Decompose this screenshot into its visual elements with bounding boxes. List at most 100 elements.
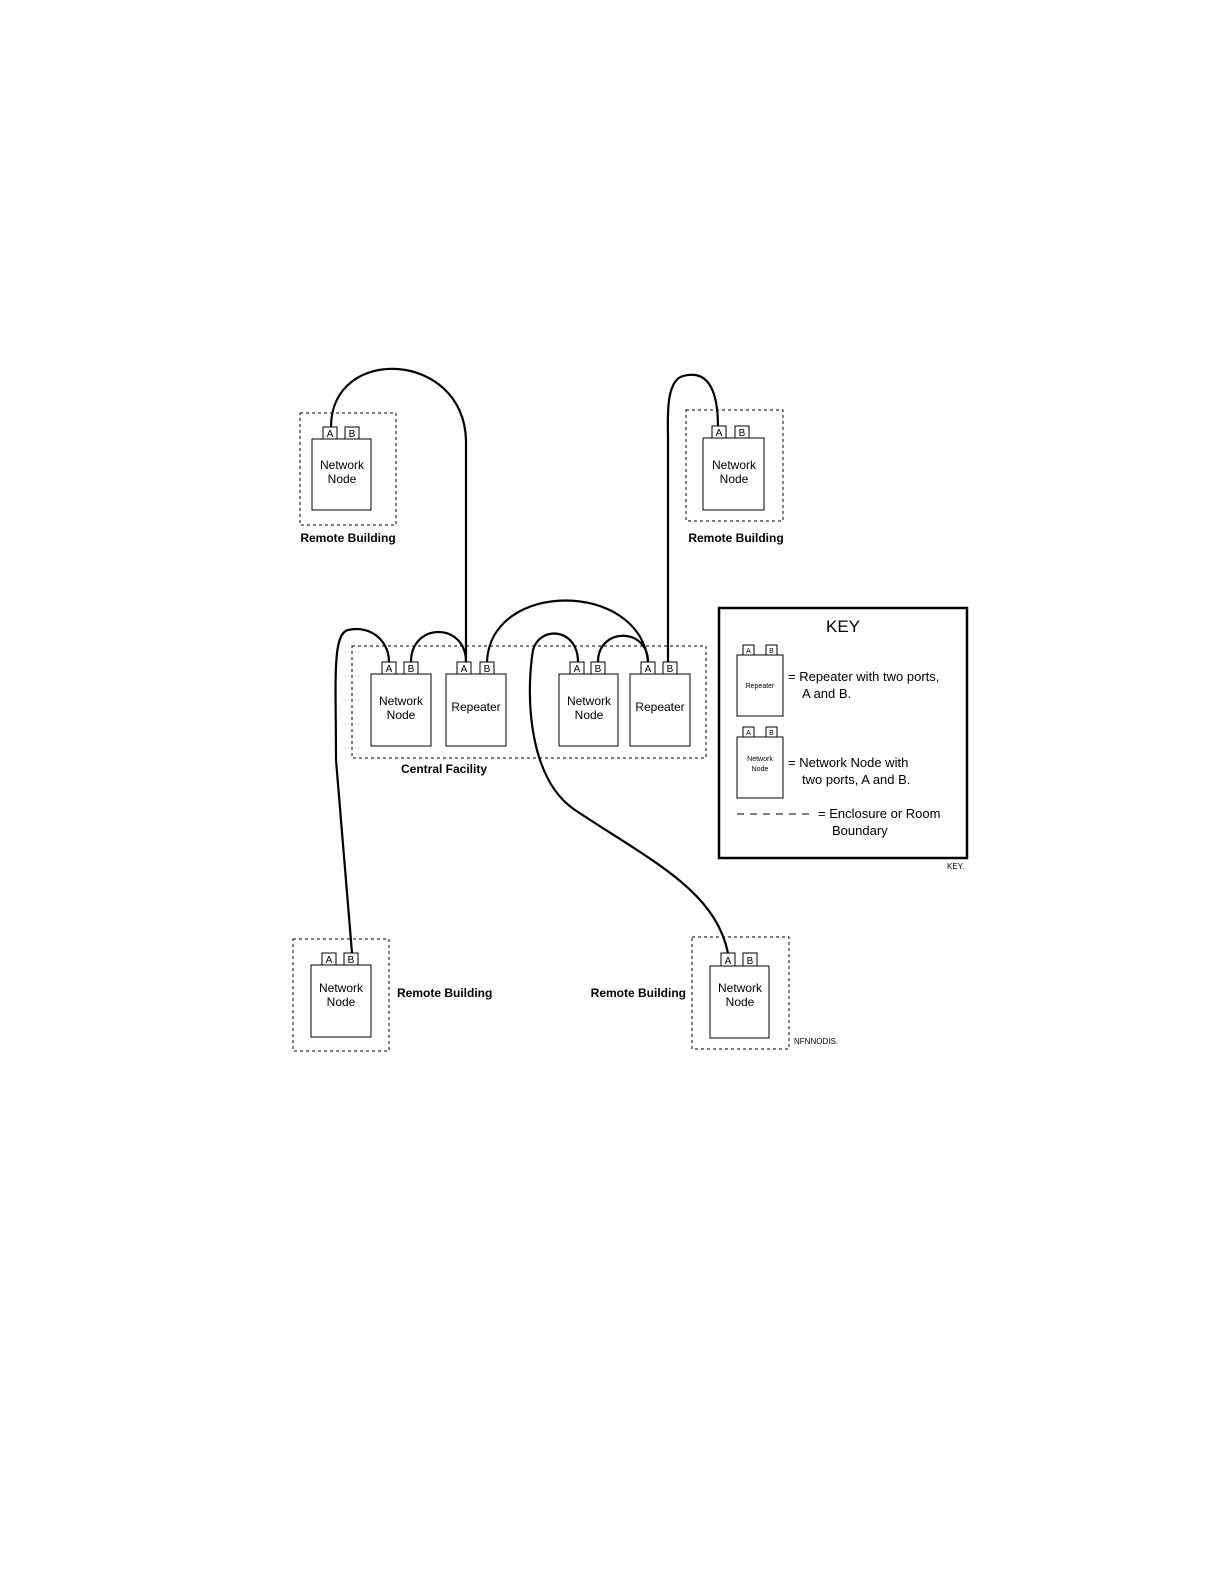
port-a [640, 661, 656, 675]
cable-rb3-to-cf-node1-a [334, 627, 391, 954]
key-repeater-port-b-label: B [769, 648, 774, 655]
repeater-label: Repeater [635, 700, 684, 714]
port-a-label: A [716, 428, 723, 439]
remote-building-bottom-left: A B Network Node Remote Building [292, 938, 492, 1052]
key-node-icon [736, 736, 784, 799]
port-b [742, 952, 758, 967]
port-b [734, 425, 750, 439]
port-a [456, 661, 472, 675]
port-b [344, 426, 360, 440]
port-b-label: B [667, 664, 674, 675]
port-a-label: A [574, 664, 581, 675]
port-a [720, 952, 736, 967]
key-node-port-a [742, 726, 755, 738]
key-node-port-b [765, 726, 778, 738]
node-label-line1: Network [379, 694, 424, 708]
port-b-label: B [595, 664, 602, 675]
port-a [321, 952, 337, 966]
key-legend: KEY A B Repeater = Repeater with two por… [717, 606, 969, 871]
port-a [711, 425, 727, 439]
node-label-line1: Network [320, 458, 365, 472]
key-boundary-desc-line1: = Enclosure or Room [818, 806, 940, 821]
key-code: KEY. [947, 862, 964, 871]
key-boundary-desc-line2: Boundary [832, 823, 888, 838]
cable-cf-repeater1-b-to-repeater2-a [485, 599, 650, 663]
port-a [569, 661, 585, 675]
enclosure-boundary [292, 938, 390, 1052]
port-b-label: B [484, 664, 491, 675]
port-b [590, 661, 606, 675]
port-b-label: B [747, 956, 754, 967]
enclosure-boundary [299, 412, 397, 526]
port-a-label: A [725, 956, 732, 967]
remote-building-caption: Remote Building [688, 531, 783, 545]
key-title: KEY [826, 617, 860, 636]
port-a-label: A [327, 429, 334, 440]
node-label-line2: Node [327, 995, 356, 1009]
port-b-label: B [348, 955, 355, 966]
cables [329, 367, 730, 954]
network-node-box [702, 437, 765, 511]
node-label-line2: Node [575, 708, 604, 722]
port-b [662, 661, 678, 675]
central-facility: A B Network Node A B Repeater A B Networ… [351, 645, 707, 776]
enclosure-boundary [351, 645, 707, 759]
node-label-line1: Network [718, 981, 763, 995]
repeater-label: Repeater [451, 700, 500, 714]
node-label-line2: Node [726, 995, 755, 1009]
port-b-label: B [349, 429, 356, 440]
key-node-icon-line1: Network [747, 756, 773, 763]
enclosure-boundary [685, 409, 784, 522]
node-label-line1: Network [319, 981, 364, 995]
key-node-port-b-label: B [769, 730, 774, 737]
cable-cf-node2-b-to-repeater2-a [596, 634, 650, 663]
enclosure-boundary [691, 936, 790, 1050]
port-b-label: B [739, 428, 746, 439]
key-repeater-port-b [765, 644, 778, 656]
key-node-desc-line1: = Network Node with [788, 755, 908, 770]
port-b [343, 952, 359, 966]
key-node-desc-line2: two ports, A and B. [802, 772, 910, 787]
key-node-port-a-label: A [746, 730, 751, 737]
key-repeater-port-a-label: A [746, 648, 751, 655]
central-facility-caption: Central Facility [401, 762, 487, 776]
network-node-box [558, 673, 619, 747]
node-label-line2: Node [328, 472, 357, 486]
key-repeater-desc-line1: = Repeater with two ports, [788, 669, 939, 684]
port-a-label: A [386, 664, 393, 675]
remote-building-caption: Remote Building [300, 531, 395, 545]
cable-rb1-to-cf-repeater1-a [329, 367, 468, 662]
port-a [381, 661, 397, 675]
port-a-label: A [645, 664, 652, 675]
port-b [479, 661, 495, 675]
network-node-box [311, 438, 372, 511]
node-label-line1: Network [712, 458, 757, 472]
network-node-box [709, 965, 770, 1039]
key-repeater-desc-line2: A and B. [802, 686, 851, 701]
repeater-box [629, 673, 691, 747]
network-node-box [370, 673, 432, 747]
network-node-box [310, 964, 372, 1038]
key-repeater-icon [736, 654, 784, 717]
key-border [717, 606, 969, 860]
cable-rb4-to-cf-node2-a [528, 632, 730, 954]
remote-building-top-right: A B Network Node Remote Building [685, 409, 784, 545]
node-label-line2: Node [720, 472, 749, 486]
node-label-line2: Node [387, 708, 416, 722]
key-node-icon-line2: Node [752, 766, 769, 773]
node-label-line1: Network [567, 694, 612, 708]
cable-cf-node1-b-to-repeater1-a [409, 630, 468, 663]
port-a [322, 426, 338, 440]
remote-building-caption: Remote Building [591, 986, 686, 1000]
remote-building-top-left: A B Network Node Remote Building [299, 412, 397, 545]
cable-rb2-to-cf-repeater2-a [666, 373, 720, 662]
figure-code: NFNNODIS. [794, 1037, 838, 1046]
key-repeater-icon-label: Repeater [746, 683, 775, 690]
remote-building-bottom-right: A B Network Node Remote Building NFNNODI… [591, 936, 838, 1050]
port-b-label: B [408, 664, 415, 675]
port-a-label: A [461, 664, 468, 675]
key-repeater-port-a [742, 644, 755, 656]
repeater-box [445, 673, 507, 747]
port-b [403, 661, 419, 675]
